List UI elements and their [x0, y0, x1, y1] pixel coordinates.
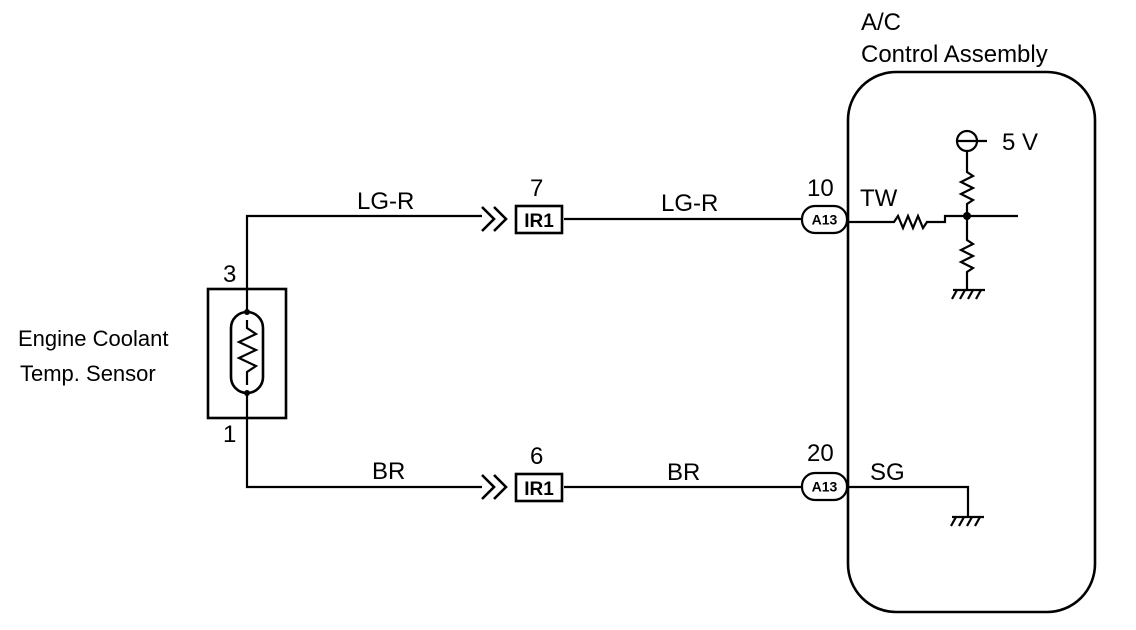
wire-label-br-right: BR: [667, 459, 700, 486]
tw-series-resistor: [848, 213, 967, 231]
chevron-icon: [481, 474, 508, 500]
sensor-terminal-bottom: [244, 390, 250, 396]
wire-label-lg-r-left: LG-R: [357, 188, 414, 215]
wire-br-left: [245, 418, 482, 489]
sensor-pin-bottom: 1: [223, 421, 236, 448]
chevron-icon: [481, 206, 508, 232]
wire-label-lg-r-right: LG-R: [661, 190, 718, 217]
ground-icon: [950, 515, 984, 527]
connector-a13-bottom-label: A13: [812, 479, 838, 495]
pin-number-ir1-top: 7: [530, 175, 543, 202]
connector-ir1-bottom-label: IR1: [524, 479, 554, 500]
pin-number-tw: 10: [807, 175, 834, 202]
thermistor-zigzag: [236, 320, 259, 385]
control-assembly-title-line2: Control Assembly: [861, 41, 1048, 68]
control-assembly-box: [846, 70, 1097, 614]
pullup-resistor: [958, 168, 976, 216]
pulldown-resistor: [958, 216, 976, 290]
wire-lg-r-left: [245, 214, 482, 289]
supply-5v-label: 5 V: [1002, 129, 1038, 156]
connector-a13-top-label: A13: [812, 212, 838, 228]
ground-icon: [951, 288, 985, 300]
connector-ir1-top-label: IR1: [524, 211, 554, 232]
pin-number-ir1-bottom: 6: [530, 443, 543, 470]
wire-label-br-left: BR: [372, 458, 405, 485]
pin-number-sg: 20: [807, 440, 834, 467]
connector-ir1-top: [514, 204, 564, 235]
sg-label: SG: [870, 459, 905, 486]
connector-ir1-bottom: [514, 472, 564, 503]
tw-label: TW: [860, 185, 898, 212]
sensor-terminal-top: [244, 309, 250, 315]
sensor-pin-top: 3: [223, 261, 236, 288]
sg-ground-line: [848, 485, 970, 517]
sensor-name-line2: Temp. Sensor: [20, 361, 156, 386]
sensor-name-line1: Engine Coolant: [18, 326, 168, 351]
control-assembly-title-line1: A/C: [861, 9, 901, 36]
supply-5v-symbol: [955, 129, 987, 168]
